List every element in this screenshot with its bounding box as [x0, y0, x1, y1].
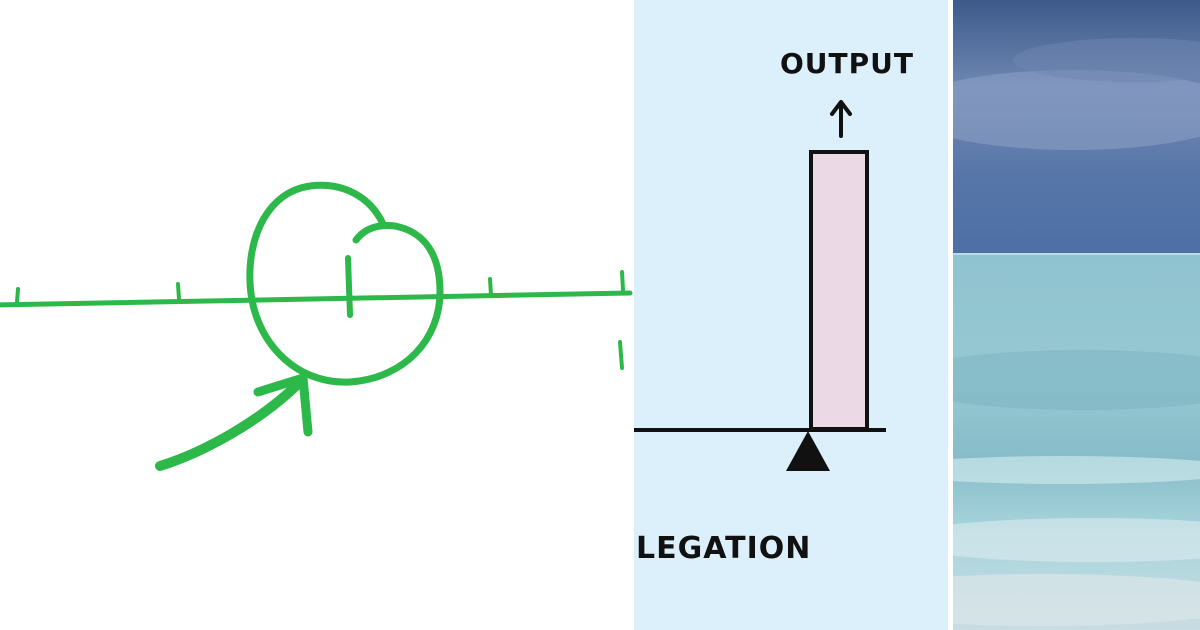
sea — [953, 253, 1200, 630]
number-line-sketch — [0, 181, 633, 471]
tick-mark — [345, 255, 353, 318]
sketch-panel — [0, 181, 633, 471]
seascape-photo — [953, 0, 1200, 630]
wave-shadow — [953, 350, 1200, 410]
tick-mark — [488, 277, 493, 297]
tick-mark — [618, 340, 624, 370]
panel-divider — [948, 0, 953, 630]
cloud — [953, 70, 1200, 150]
seascape-image — [953, 0, 1200, 630]
wave-foam — [953, 456, 1200, 484]
diagram-panel: OUTPUT LEGATION — [634, 0, 948, 630]
number-line — [0, 290, 633, 308]
fulcrum-triangle-icon — [786, 431, 830, 471]
bottom-label: LEGATION — [636, 531, 811, 566]
circled-point-sketch — [246, 181, 444, 386]
curved-arrow-sketch — [155, 377, 305, 471]
tick-mark — [15, 287, 20, 304]
output-bar — [809, 150, 869, 431]
tick-mark — [176, 282, 181, 301]
wave-foam — [953, 518, 1200, 562]
cloud — [1013, 38, 1200, 82]
arrow-head — [253, 373, 313, 437]
lever-diagram: OUTPUT LEGATION — [634, 47, 914, 566]
output-label: OUTPUT — [780, 47, 914, 80]
tick-mark — [620, 270, 625, 292]
up-arrow-icon — [830, 100, 852, 138]
wave-foam — [953, 574, 1200, 626]
